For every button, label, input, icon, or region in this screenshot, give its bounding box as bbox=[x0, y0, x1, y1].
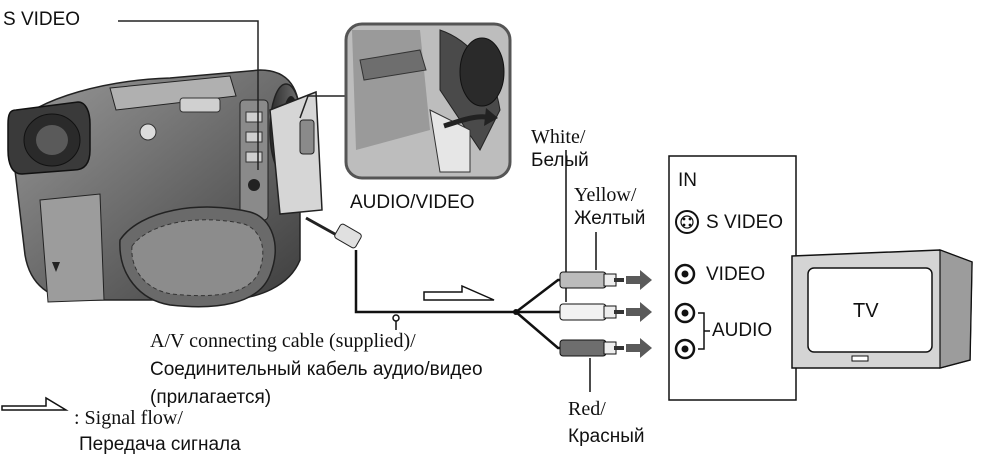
rca-plug-red bbox=[559, 339, 624, 357]
jack-cover-inset bbox=[344, 22, 512, 180]
tv-panel-audio: AUDIO bbox=[712, 320, 773, 341]
camcorder-illustration bbox=[7, 69, 362, 308]
signal-flow-arrow bbox=[423, 284, 495, 301]
cable-label-ru: Соединительный кабель аудио/видео bbox=[150, 359, 483, 380]
s-video-leader bbox=[118, 20, 259, 170]
tv-input-panel bbox=[668, 155, 797, 401]
inset-callout bbox=[299, 95, 346, 119]
signal-flow-label-en: : Signal flow/ bbox=[74, 407, 183, 429]
tv-panel-heading: IN bbox=[678, 170, 697, 191]
s-video-label: S VIDEO bbox=[3, 9, 81, 30]
rca-plug-yellow bbox=[559, 271, 624, 289]
white-label-ru: Белый bbox=[531, 150, 589, 171]
cable-label-ru-2: (прилагается) bbox=[150, 387, 272, 408]
red-label-ru: Красный bbox=[568, 426, 645, 447]
plug-arrows bbox=[626, 270, 652, 358]
signal-arrow-icon bbox=[1, 396, 69, 411]
white-label-en: White/ bbox=[531, 126, 586, 148]
rca-plug-white bbox=[559, 303, 624, 321]
tv-label: TV bbox=[853, 300, 879, 322]
yellow-label-en: Yellow/ bbox=[574, 184, 637, 206]
cable-label-en: A/V connecting cable (supplied)/ bbox=[150, 330, 416, 352]
yellow-label-ru: Желтый bbox=[574, 208, 646, 229]
tv-panel-video: VIDEO bbox=[706, 264, 766, 285]
audio-video-jack-label: AUDIO/VIDEO bbox=[350, 192, 475, 213]
tv-panel-s-video: S VIDEO bbox=[706, 212, 784, 233]
tv-set-icon bbox=[791, 249, 973, 369]
signal-flow-label-ru: Передача сигнала bbox=[79, 434, 241, 455]
red-label-en: Red/ bbox=[568, 398, 606, 420]
